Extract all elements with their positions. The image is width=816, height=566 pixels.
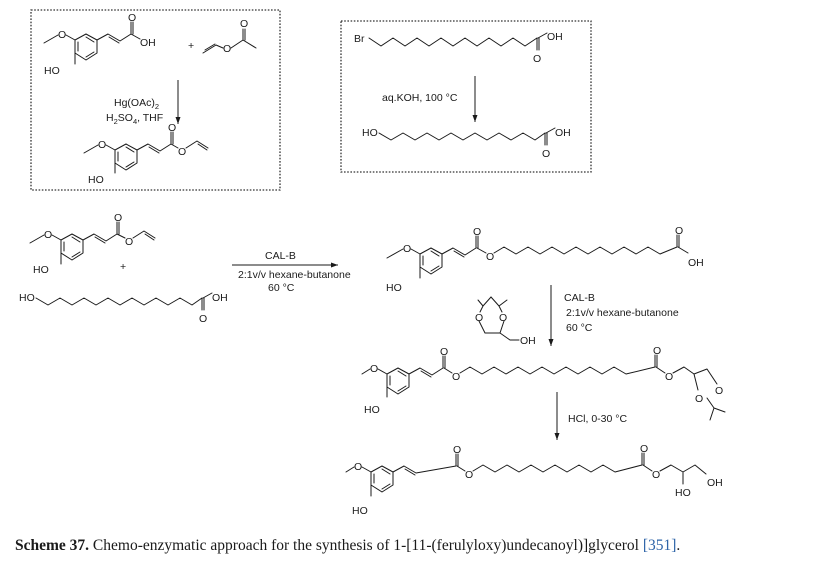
molecule-hydroxydodecanoic-acid-reactant: HO OH O (19, 292, 228, 325)
molecule-feruloyl-glycerol: O HO O O O O HO OH (345, 443, 723, 517)
condition-solvent: 2:1v/v hexane-butanone (238, 269, 351, 281)
carbonyl-o-label: O (168, 122, 176, 134)
dioxolane-o1-label: O (715, 385, 723, 397)
carbonyl-o-label: O (128, 12, 136, 24)
molecule-vinyl-ferulate-reactant: O HO O O (29, 212, 156, 276)
hydroxy-label: HO (386, 282, 402, 294)
carbonyl-o-label-2: O (675, 225, 683, 237)
condition-enzyme: CAL-B (564, 292, 595, 304)
ester-o-label-2: O (665, 371, 673, 383)
carbonyl-o-label-2: O (653, 345, 661, 357)
condition-temperature: 60 °C (566, 322, 593, 334)
caption-label: Scheme 37. (15, 537, 90, 554)
citation-link[interactable]: [351] (642, 537, 677, 554)
dioxolane-o1-label: O (475, 312, 483, 324)
condition-solvent: 2:1v/v hexane-butanone (566, 307, 679, 319)
hydroxy-label: HO (88, 174, 104, 186)
condition-enzyme: CAL-B (265, 250, 296, 262)
methoxy-o-label: O (44, 229, 52, 241)
bromine-label: Br (354, 33, 365, 45)
methoxy-o-label: O (370, 363, 378, 375)
dioxolane-o2-label: O (695, 393, 703, 405)
ester-o-label: O (125, 236, 133, 248)
hydroxy-label: HO (352, 505, 368, 517)
ester-o-label: O (178, 146, 186, 158)
carbonyl-o-label: O (473, 226, 481, 238)
acid-oh-label: OH (688, 257, 704, 269)
ester-o-label: O (486, 251, 494, 263)
methoxy-o-label: O (403, 243, 411, 255)
molecule-solketal: O O OH (475, 296, 536, 347)
molecule-hydroxydodecanoic-acid: HO OH O (362, 127, 571, 160)
acid-oh-label: OH (140, 37, 156, 49)
carbonyl-o-label: O (240, 18, 248, 30)
dashed-box-vinyl-ferulate-synthesis (30, 9, 281, 191)
plus-sign: + (188, 40, 194, 52)
ester-o-label: O (223, 43, 231, 55)
ester-o-label: O (452, 371, 460, 383)
carbonyl-o-label: O (440, 346, 448, 358)
primary-hydroxy-label: OH (707, 477, 723, 489)
hydroxy-label: HO (362, 127, 378, 139)
molecule-vinyl-ferulate: O HO O O (83, 122, 209, 186)
molecule-ferulic-acid: O HO O OH (43, 12, 156, 77)
condition-temperature: 60 °C (268, 282, 295, 294)
molecule-ferulyloxy-undecanoic-acid: O HO O O O OH (386, 225, 704, 294)
condition-h2so4-thf: H2SO4, THF (106, 112, 163, 126)
carbonyl-o-label: O (533, 53, 541, 65)
acid-oh-label: OH (212, 292, 228, 304)
ester-o-label-2: O (652, 469, 660, 481)
methoxy-o-label: O (98, 139, 106, 151)
carbonyl-o-label-2: O (640, 443, 648, 455)
acid-oh-label: OH (555, 127, 571, 139)
secondary-hydroxy-label: HO (675, 487, 691, 499)
plus-sign: + (120, 261, 126, 273)
condition-hcl: HCl, 0-30 °C (568, 413, 627, 425)
caption-text: Chemo-enzymatic approach for the synthes… (89, 537, 643, 554)
methoxy-o-label: O (58, 29, 66, 41)
carbonyl-o-label: O (542, 148, 550, 160)
caption-end: . (676, 537, 681, 554)
hydroxy-label: HO (33, 264, 49, 276)
hydroxy-label: HO (44, 65, 60, 77)
methoxy-o-label: O (354, 461, 362, 473)
acid-oh-label: OH (547, 31, 563, 43)
figure-caption: Scheme 37. Chemo-enzymatic approach for … (15, 537, 815, 555)
carbonyl-o-label: O (114, 212, 122, 224)
reaction-scheme: O HO O OH + O O Hg(OAc)2 H2SO4, THF O HO… (19, 9, 726, 517)
molecule-vinyl-acetate: O O (202, 18, 257, 55)
molecule-solketal-ester: O HO O O O O O O (361, 345, 726, 421)
dashed-box-hydroxy-acid-synthesis (340, 20, 592, 173)
ester-o-label: O (465, 469, 473, 481)
hydroxyl-oh-label: OH (520, 335, 536, 347)
hydroxy-label: HO (364, 404, 380, 416)
condition-aq-koh: aq.KOH, 100 °C (382, 92, 458, 104)
molecule-bromododecanoic-acid: Br OH O (354, 31, 563, 65)
carbonyl-o-label: O (199, 313, 207, 325)
hydroxy-label: HO (19, 292, 35, 304)
condition-hg-oac2: Hg(OAc)2 (114, 97, 159, 111)
carbonyl-o-label: O (453, 444, 461, 456)
dioxolane-o2-label: O (499, 312, 507, 324)
